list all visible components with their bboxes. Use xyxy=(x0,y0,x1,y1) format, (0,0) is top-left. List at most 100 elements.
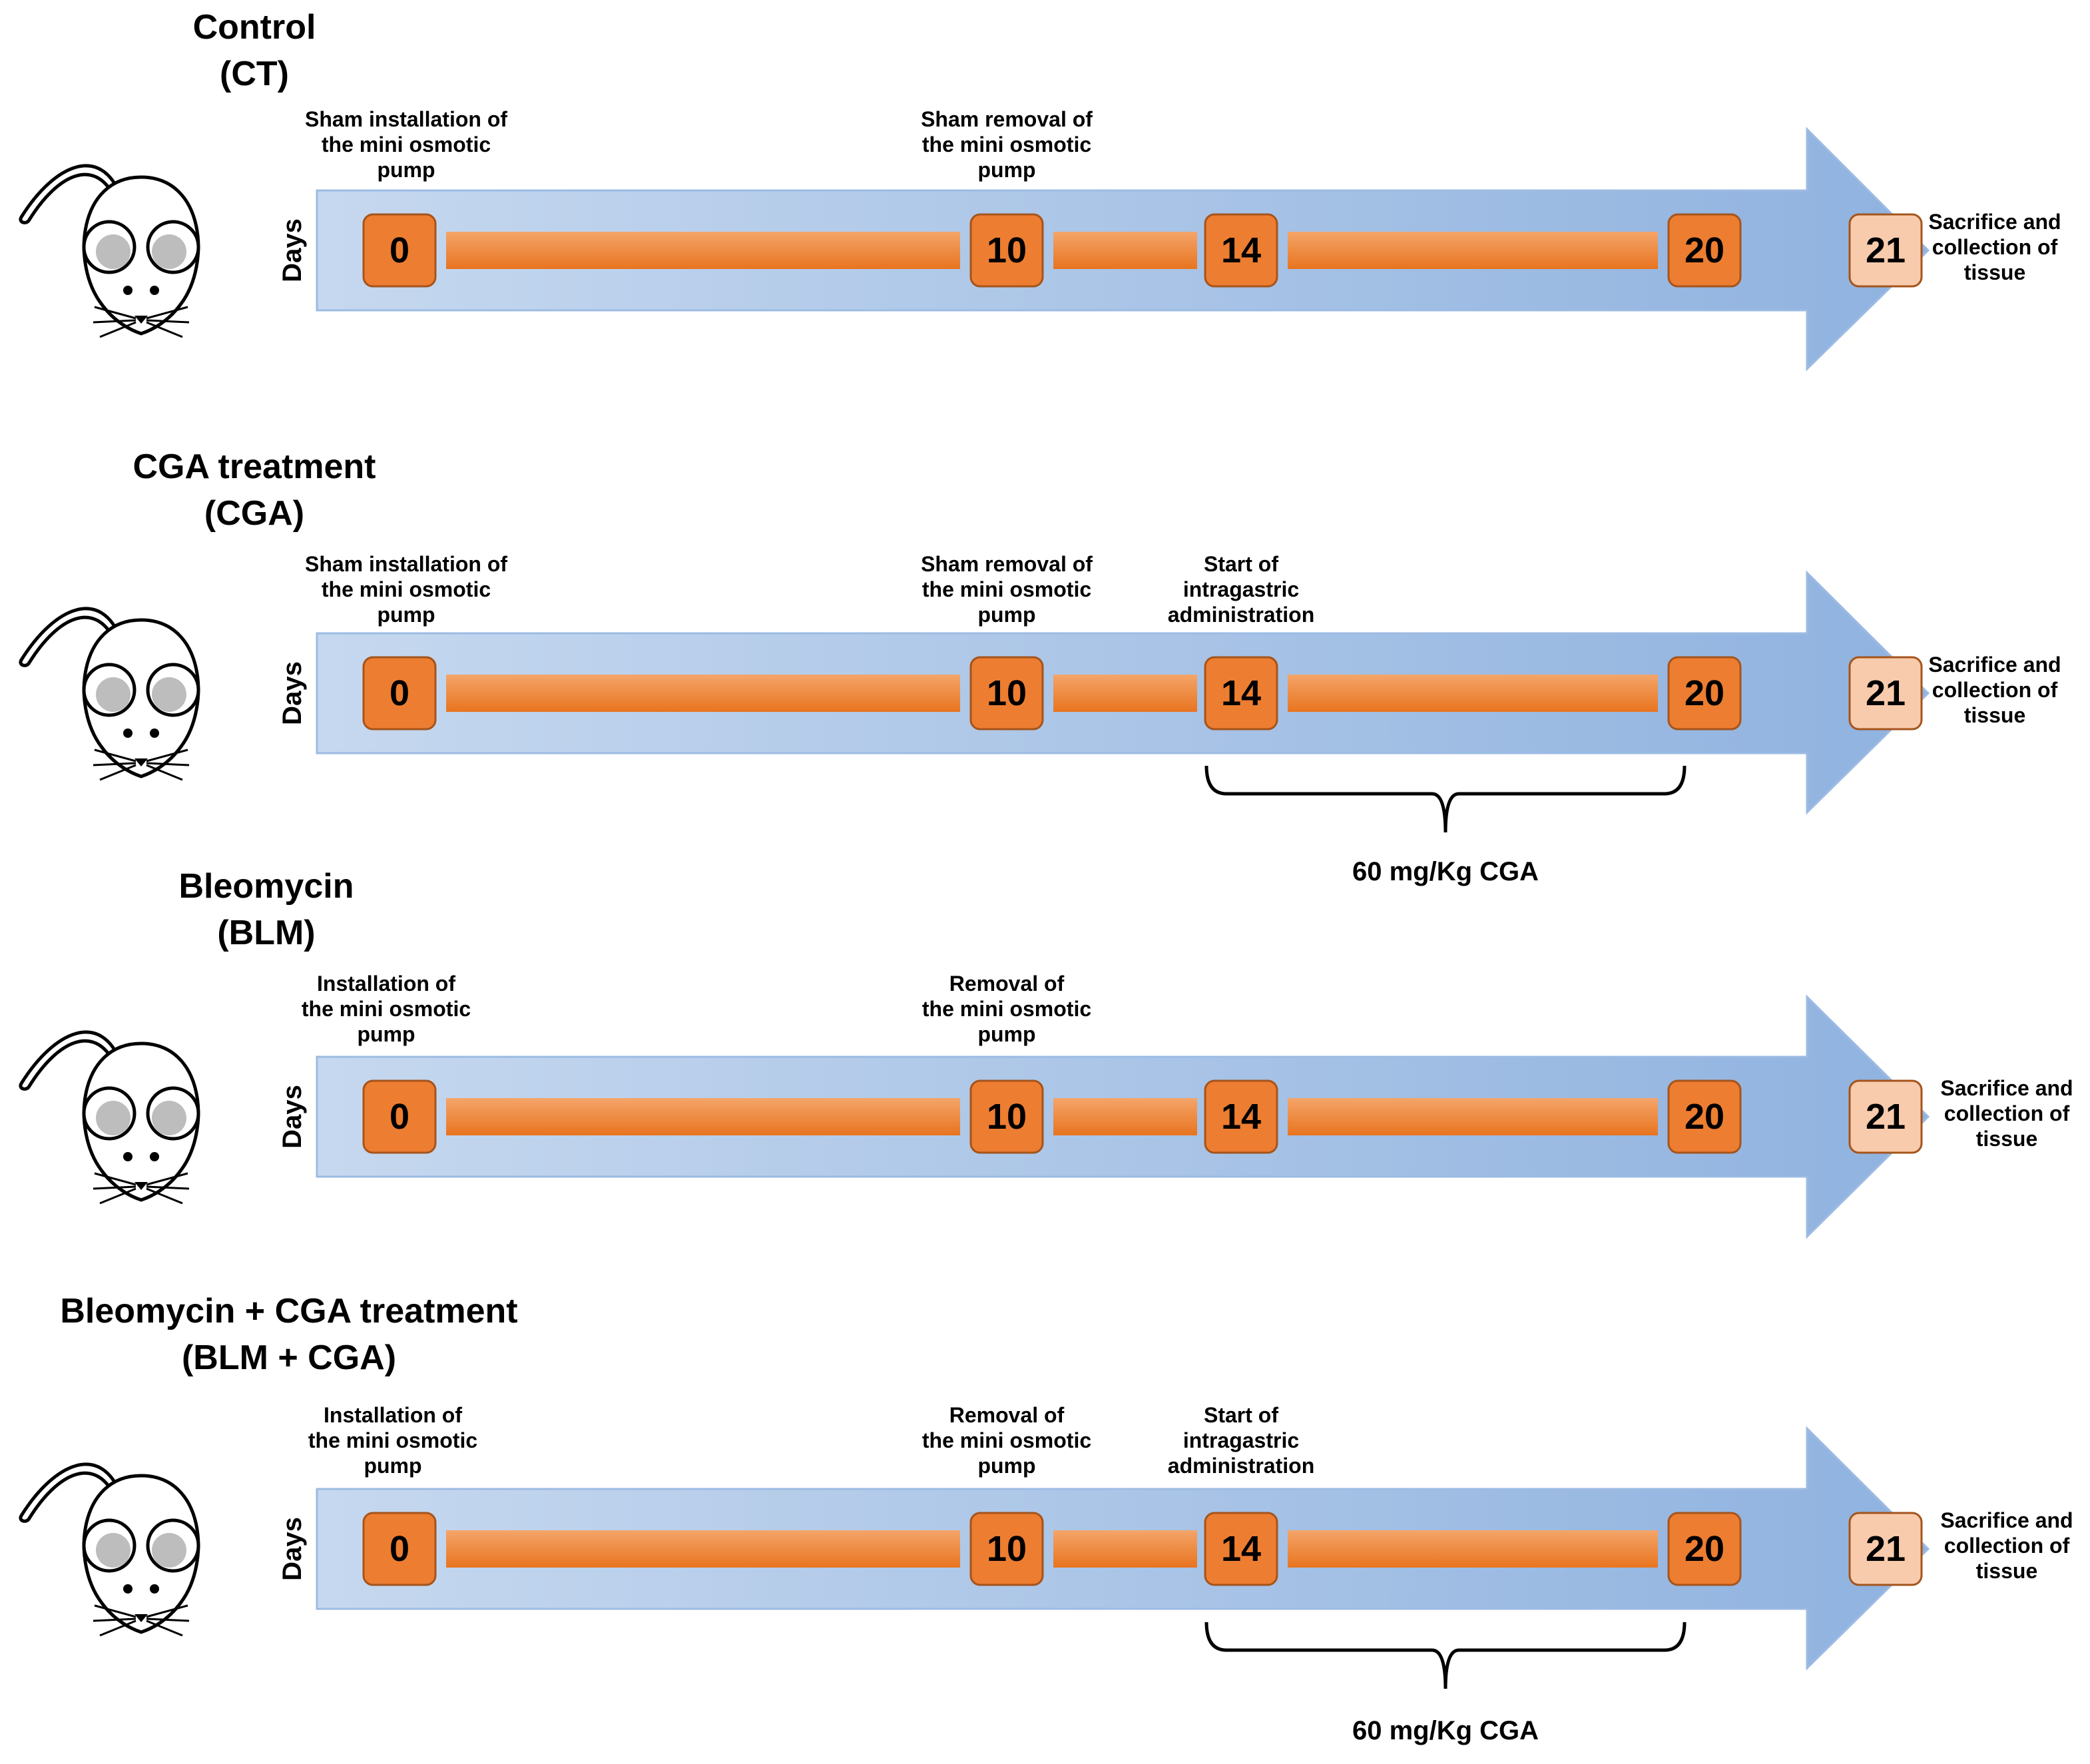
day-label: 0 xyxy=(390,1529,409,1569)
day-label: 20 xyxy=(1685,1529,1724,1569)
event-label-day10: the mini osmotic xyxy=(922,577,1091,601)
mouse-ear-left-inner xyxy=(96,1101,131,1135)
mouse-whisker xyxy=(93,1185,136,1190)
mouse-ear-right-inner xyxy=(152,677,186,712)
mouse-ear-right-inner xyxy=(152,1101,186,1135)
event-label-day10: Removal of xyxy=(949,972,1065,996)
group-title: Bleomycin xyxy=(179,867,354,906)
mouse-eye-left xyxy=(123,1584,132,1594)
timeline-group: Bleomycin + CGA treatment(BLM + CGA)Days… xyxy=(19,1292,2073,1745)
event-label-day10: pump xyxy=(977,1454,1035,1478)
day-box xyxy=(1848,213,1923,288)
mouse-eye-right xyxy=(150,286,159,295)
end-label: Sacrifice and xyxy=(1940,1508,2073,1532)
day-box xyxy=(362,1079,437,1154)
mouse-whisker xyxy=(94,1604,136,1618)
day-label: 21 xyxy=(1866,230,1906,270)
event-label-day14: Start of xyxy=(1204,1403,1278,1427)
event-label-day14: intragastric xyxy=(1183,1428,1299,1452)
event-label-day10: the mini osmotic xyxy=(922,133,1091,156)
end-label: tissue xyxy=(1976,1127,2037,1151)
day-box xyxy=(1667,1079,1742,1154)
day-box xyxy=(1848,1079,1923,1154)
day-label: 14 xyxy=(1221,230,1261,270)
dose-brace xyxy=(1204,1621,1687,1689)
mouse-whisker xyxy=(94,306,136,320)
day-box xyxy=(1204,1079,1278,1154)
mouse-ear-right-inner xyxy=(152,1533,186,1568)
mouse-whisker xyxy=(94,1172,136,1186)
day-label: 10 xyxy=(987,673,1027,713)
days-axis-label: Days xyxy=(278,1085,307,1149)
group-subtitle: (BLM) xyxy=(217,914,315,952)
mouse-whisker xyxy=(146,1187,183,1205)
event-label-day10: Sham removal of xyxy=(921,107,1093,131)
day-box xyxy=(1667,1512,1742,1586)
end-label: collection of xyxy=(1932,235,2058,259)
day-label: 0 xyxy=(390,230,409,270)
end-label: Sacrifice and xyxy=(1928,210,2061,234)
timeline-bar xyxy=(1053,1530,1197,1568)
mouse-eye-left xyxy=(123,729,132,738)
mouse-nose xyxy=(134,1614,148,1622)
mouse-whisker xyxy=(93,1617,136,1622)
event-label-day10: pump xyxy=(977,1022,1035,1046)
group-title: Bleomycin + CGA treatment xyxy=(60,1292,517,1330)
mouse-eye-left xyxy=(123,1152,132,1161)
timeline-bar xyxy=(1053,232,1197,269)
mouse-body xyxy=(82,175,200,336)
end-label: tissue xyxy=(1976,1559,2037,1583)
end-label: tissue xyxy=(1964,260,2025,284)
event-label-day14: Start of xyxy=(1204,552,1278,576)
day-label: 14 xyxy=(1221,1097,1261,1137)
mouse-whisker xyxy=(146,1619,183,1637)
day-box xyxy=(1204,213,1278,288)
event-label-day10: Sham removal of xyxy=(921,552,1093,576)
day-label: 21 xyxy=(1866,673,1906,713)
end-label: Sacrifice and xyxy=(1928,653,2061,677)
timeline-bar xyxy=(1053,1098,1197,1135)
day-box xyxy=(969,656,1044,731)
event-label-day0: Sham installation of xyxy=(305,552,507,576)
mouse-whisker xyxy=(93,319,136,324)
day-label: 20 xyxy=(1685,1097,1724,1137)
dose-label: 60 mg/Kg CGA xyxy=(1352,857,1539,886)
event-label-day14: administration xyxy=(1168,603,1314,627)
day-label: 20 xyxy=(1685,230,1724,270)
mouse-tail xyxy=(19,607,124,667)
mouse-tail xyxy=(19,164,124,224)
day-box xyxy=(362,656,437,731)
day-box xyxy=(1667,656,1742,731)
day-label: 21 xyxy=(1866,1529,1906,1569)
event-label-day0: the mini osmotic xyxy=(322,577,491,601)
timeline-bar xyxy=(1053,675,1197,712)
dose-label: 60 mg/Kg CGA xyxy=(1352,1716,1539,1745)
mouse-nose xyxy=(134,758,148,766)
day-box xyxy=(1848,656,1923,731)
end-label: collection of xyxy=(1944,1101,2070,1125)
mouse-whisker xyxy=(146,1172,188,1186)
event-label-day10: pump xyxy=(977,603,1035,627)
mouse-whisker xyxy=(146,1617,190,1622)
day-box xyxy=(969,213,1044,288)
end-label: collection of xyxy=(1932,678,2058,702)
mouse-icon xyxy=(19,164,200,338)
mouse-eye-right xyxy=(150,1152,159,1161)
day-label: 0 xyxy=(390,1097,409,1137)
day-label: 21 xyxy=(1866,1097,1906,1137)
end-label: tissue xyxy=(1964,703,2025,727)
timeline-bar xyxy=(446,232,960,269)
day-box xyxy=(1848,1512,1923,1586)
event-label-day0: pump xyxy=(377,158,435,182)
mouse-whisker xyxy=(146,1185,190,1190)
days-axis-label: Days xyxy=(278,1517,307,1581)
mouse-ear-left-inner xyxy=(96,677,131,712)
day-label: 10 xyxy=(987,1097,1027,1137)
day-label: 14 xyxy=(1221,673,1261,713)
mouse-eye-right xyxy=(150,1584,159,1594)
event-label-day14: administration xyxy=(1168,1454,1314,1478)
mouse-whisker xyxy=(146,748,188,762)
end-label: collection of xyxy=(1944,1534,2070,1558)
